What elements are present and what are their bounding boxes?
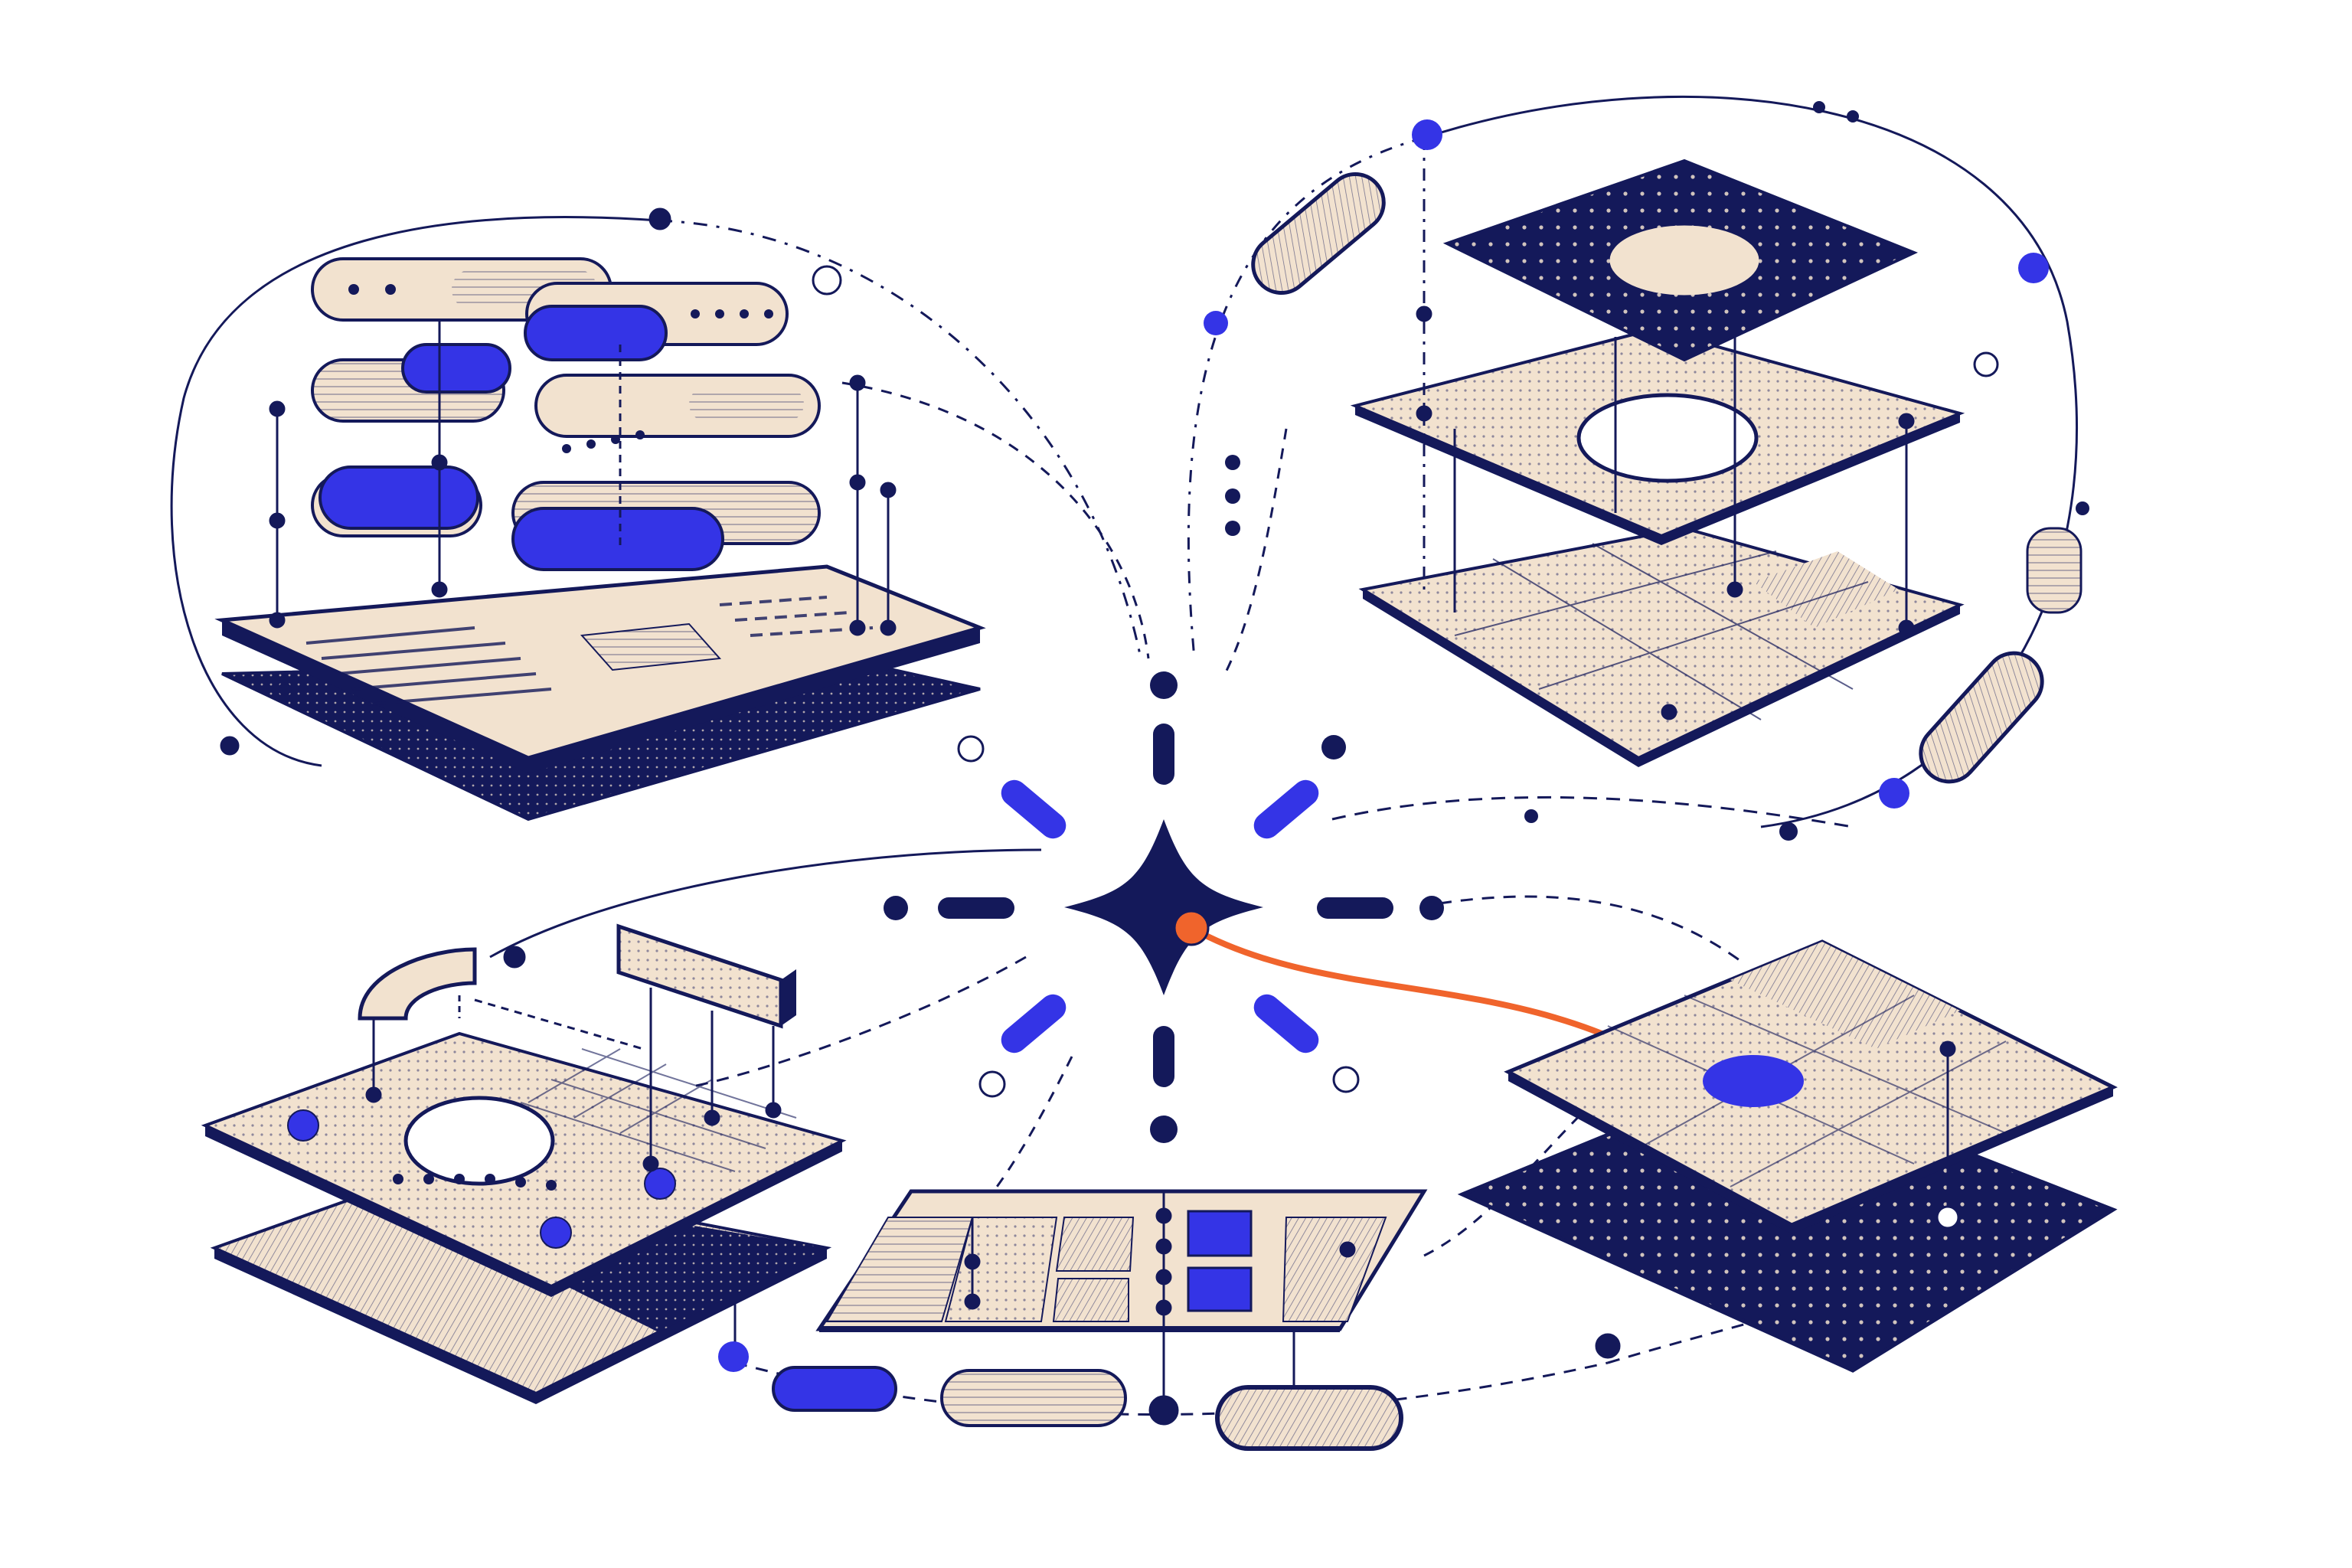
tr-pill-upper (1251, 172, 1386, 295)
cluster-bottom-center (772, 1189, 1428, 1451)
connector-top-right-outer (1187, 136, 1425, 659)
bl-arch-block (358, 947, 477, 1021)
hub-dot-ne (1321, 735, 1346, 760)
bc-pill-hatched (1215, 1385, 1403, 1451)
bc-pill-striped (940, 1369, 1127, 1427)
tl-pill-3-blue (524, 305, 668, 361)
connector-lines (170, 96, 2078, 1416)
br-blue-disc (1703, 1055, 1804, 1107)
hub-ring-nw (957, 735, 985, 763)
hub-ring-sw (978, 1070, 1006, 1098)
connector-top-left-loop (170, 216, 659, 767)
br-hatch-patch (1730, 942, 1960, 1049)
bl-blue-node (718, 1341, 749, 1372)
hub-dot-west (884, 896, 908, 920)
tr-blue-dot-4 (1879, 778, 1909, 808)
tr-bottom-layer (1358, 526, 1965, 760)
hub-spoke-sw (1001, 994, 1067, 1054)
hub-dot-south (1150, 1116, 1178, 1143)
tr-pills (1251, 172, 2082, 784)
connector-left-lower (489, 848, 1042, 959)
bl-blue-dot-3 (540, 1217, 572, 1249)
cluster-bottom-left (201, 923, 847, 1404)
tr-pill-lower (1919, 651, 2044, 784)
hub-spoke-se (1253, 994, 1319, 1054)
hub-spoke-north (1153, 724, 1174, 785)
tr-middle-hole (1576, 393, 1759, 483)
tr-pill-right (2026, 527, 2082, 614)
connector-bottom-left (688, 956, 1027, 1089)
central-hub (884, 671, 1444, 1143)
tl-text-block (580, 622, 722, 671)
connector-top-left-inner (841, 381, 1150, 659)
tl-pill-6-blue (511, 507, 724, 571)
tl-nodes (220, 207, 897, 756)
hub-dot-east (1419, 896, 1444, 920)
bc-tile-4 (1052, 1278, 1129, 1322)
hub-spoke-nw (1001, 779, 1067, 839)
connector-top-left-outer (658, 219, 1142, 659)
tr-orbit-dots (1204, 101, 2089, 841)
bc-blue-tile-1 (1187, 1210, 1253, 1257)
bl-top-hole (403, 1096, 555, 1186)
tr-blue-dot-2 (1204, 311, 1228, 335)
tr-hatch-patch (1753, 551, 1899, 628)
connector-right-middle (1439, 895, 1746, 966)
orange-link-start (1173, 910, 1210, 946)
tr-blue-dot-3 (2018, 253, 2049, 283)
hub-spoke-south (1153, 1026, 1174, 1087)
bc-tile-3 (1055, 1217, 1135, 1272)
hub-spoke-west (938, 897, 1014, 919)
bc-tile-5 (1282, 1217, 1387, 1322)
bc-pill-blue (772, 1366, 897, 1412)
tl-pills (311, 257, 821, 571)
hub-dot-north (1150, 671, 1178, 699)
tl-pill-5-blue (318, 466, 479, 530)
bl-slab-block (616, 923, 783, 1029)
hub-spoke-east (1317, 897, 1393, 919)
bl-blue-dot-1 (287, 1109, 319, 1142)
tr-top-disc (1609, 225, 1759, 296)
four-point-star-icon (1064, 819, 1263, 995)
tl-document-lines (305, 596, 874, 706)
cluster-bottom-right (1457, 939, 2118, 1373)
bl-blue-dot-2 (644, 1168, 676, 1200)
tr-blue-dot-1 (1412, 119, 1442, 150)
cluster-top-left (214, 207, 986, 822)
tl-pill-2-blue (401, 343, 511, 394)
connector-top-right-inner (1223, 428, 1288, 675)
connector-right-lower (1331, 795, 1854, 828)
hub-ring-se (1332, 1066, 1360, 1093)
bc-pills (772, 1366, 1403, 1451)
bc-blue-tile-2 (1187, 1266, 1253, 1312)
cluster-top-right (1204, 101, 2089, 841)
hub-spoke-ne (1253, 779, 1319, 839)
